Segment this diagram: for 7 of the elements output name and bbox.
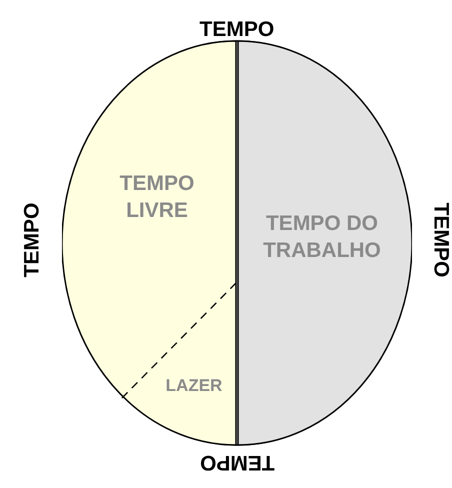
side-label: TEMPO	[428, 202, 452, 278]
side-label: TEMPO	[20, 202, 44, 278]
side-label: TEMPO	[200, 450, 274, 474]
region-label: TEMPO DO TRABALHO	[262, 211, 382, 264]
side-label: TEMPO	[200, 18, 274, 42]
region-label: LAZER	[164, 375, 224, 397]
region-label: TEMPO LIVRE	[118, 171, 196, 224]
